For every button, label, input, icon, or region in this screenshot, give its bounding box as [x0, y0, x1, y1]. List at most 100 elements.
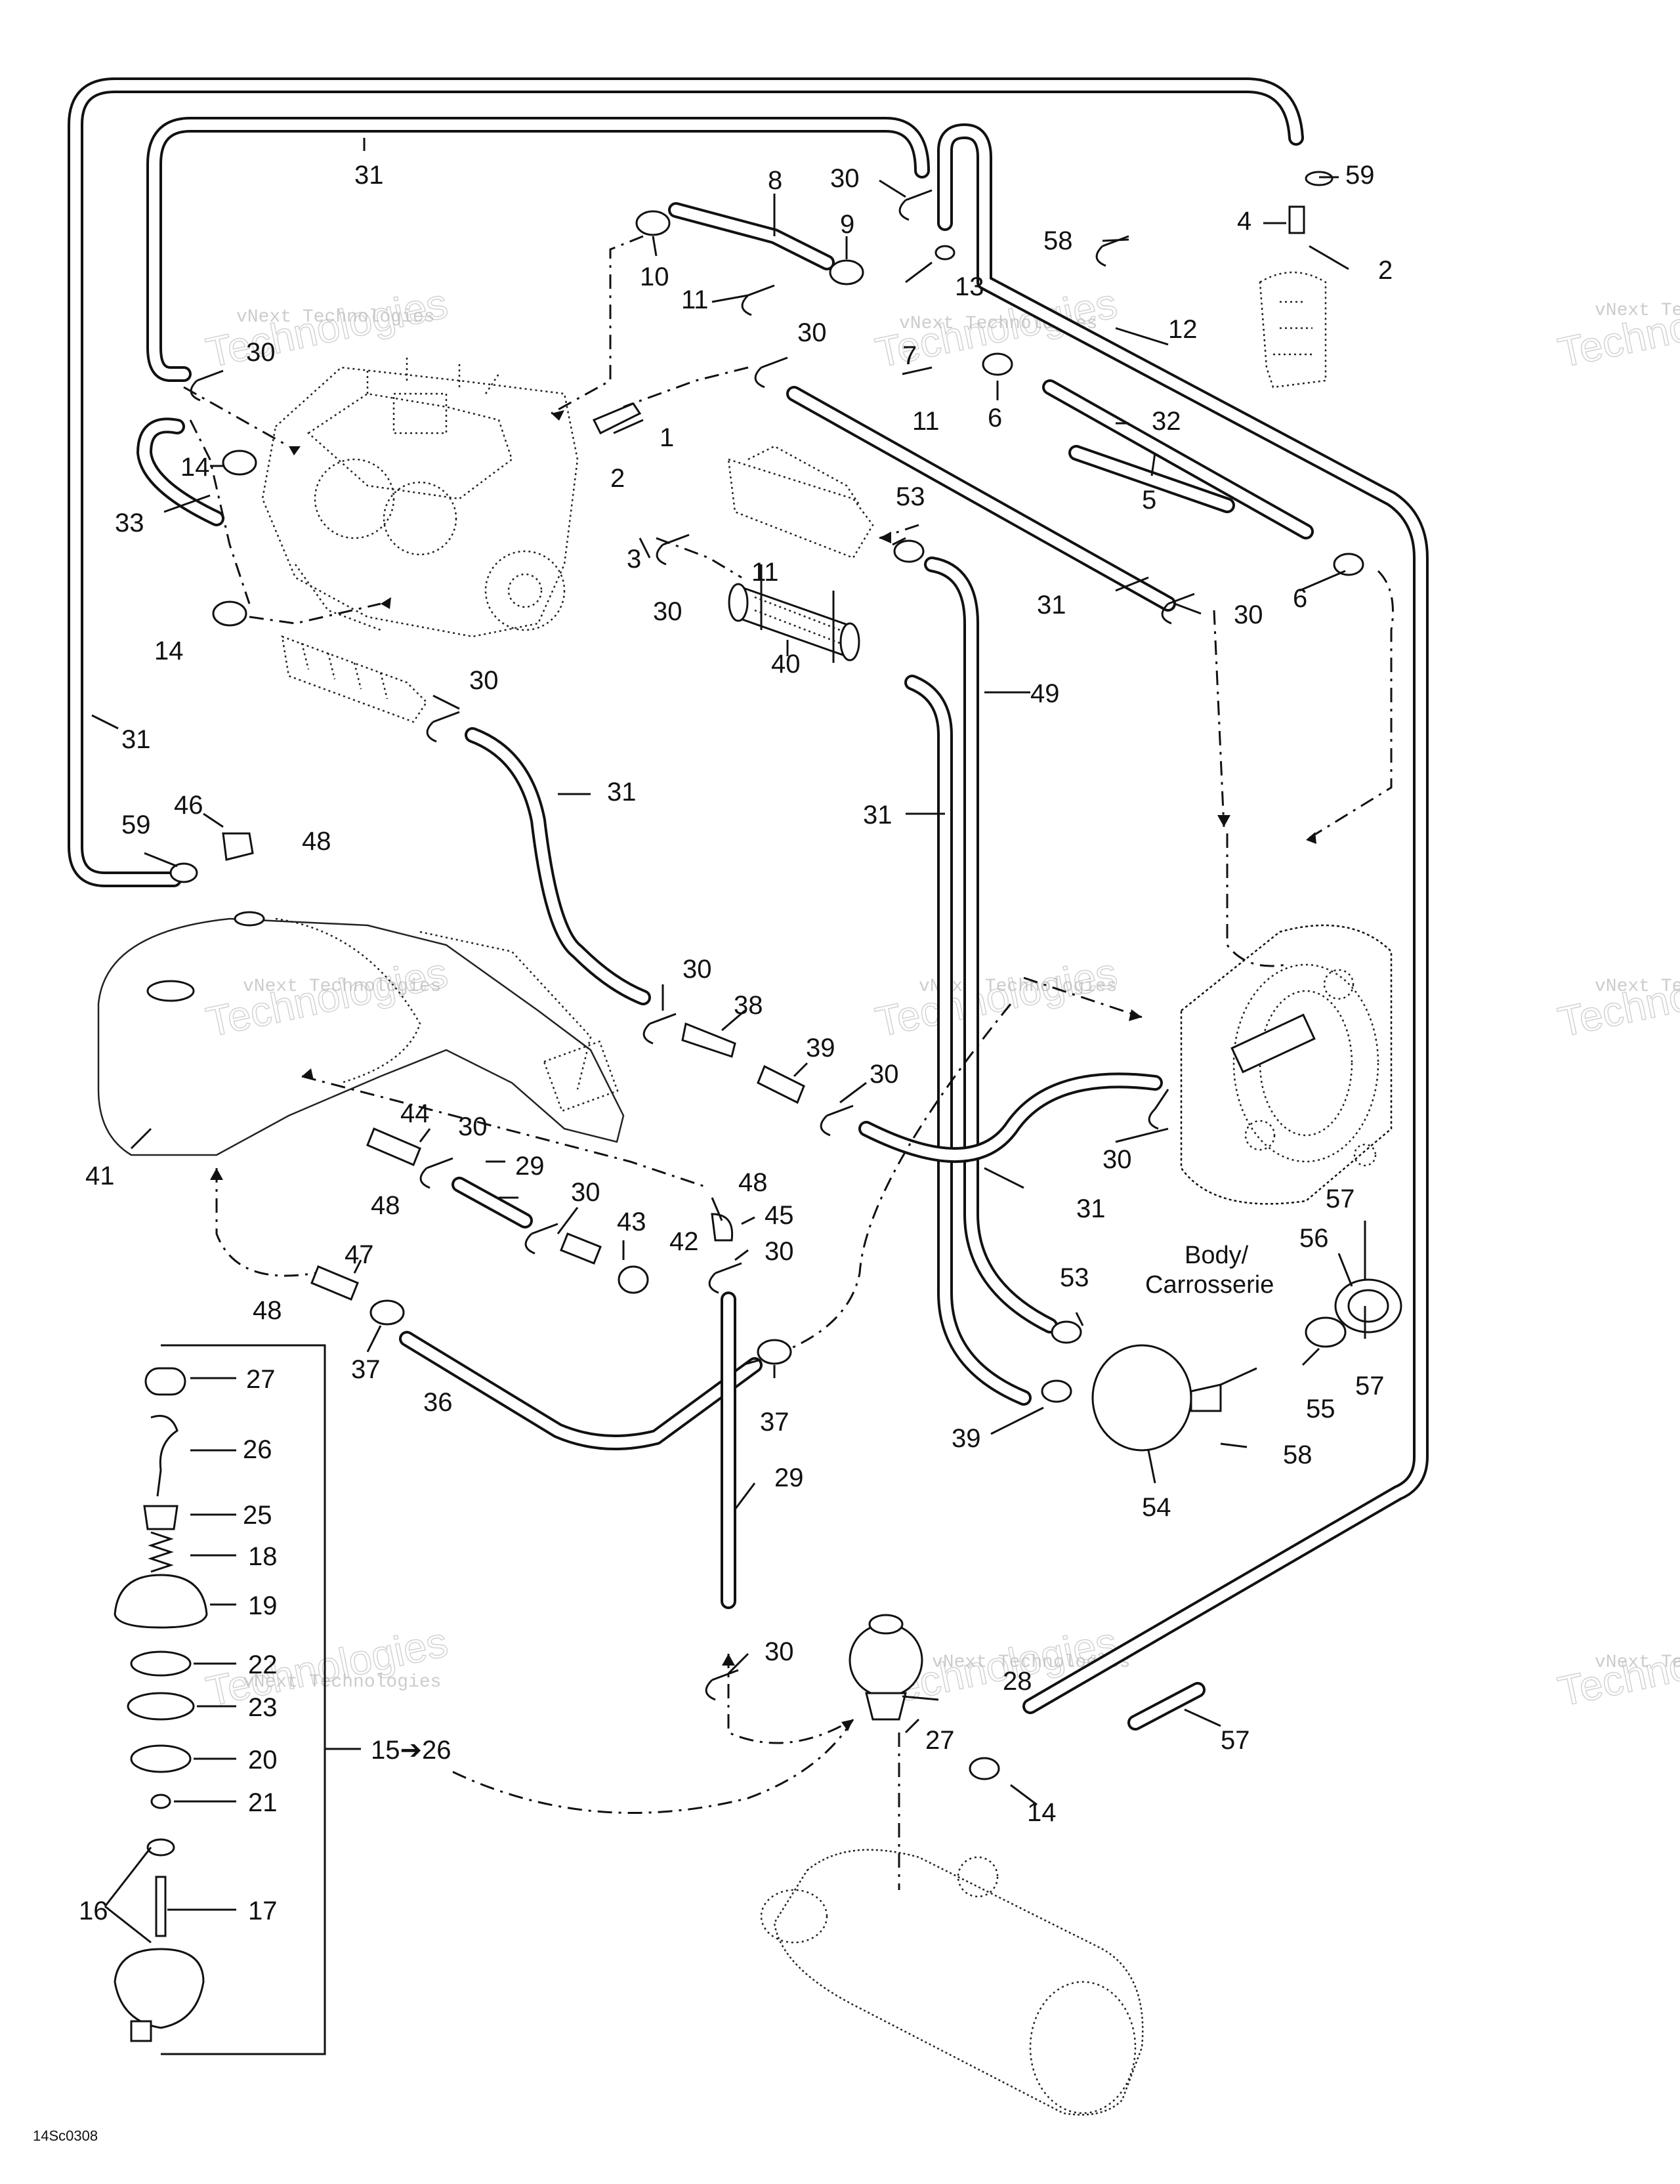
- label-39: 39: [952, 1424, 981, 1453]
- hose-31-s-curve: [465, 727, 651, 1005]
- label-59-b: 59: [121, 810, 151, 839]
- label-19: 19: [248, 1591, 278, 1620]
- label-31-c: 31: [121, 725, 151, 754]
- label-25: 26: [243, 1435, 272, 1464]
- label-47: 47: [345, 1240, 374, 1269]
- clamp-36b: [757, 1339, 792, 1365]
- watermark-big-4: Technologies: [202, 949, 452, 1046]
- fitting-38: [757, 1064, 805, 1104]
- label-58: 58: [1043, 226, 1073, 255]
- clamp-14a: [222, 450, 257, 476]
- muffler-43: [97, 911, 625, 1156]
- label-31-f: 31: [1076, 1194, 1106, 1223]
- label-49: 49: [1030, 679, 1060, 708]
- label-44: 44: [400, 1099, 430, 1128]
- label-59-a: 59: [1345, 161, 1375, 190]
- label-26: 27: [246, 1365, 276, 1394]
- watermark-1: vNext Technologies: [236, 307, 434, 327]
- label-12: 12: [1168, 315, 1198, 344]
- label-6-a: 6: [988, 404, 1002, 432]
- muffler-bottom: [760, 1849, 1144, 2116]
- thermostat-housing: [1259, 271, 1327, 388]
- clamps: [212, 210, 1364, 1780]
- label-30-b: 30: [246, 338, 276, 367]
- spring-clamps: [190, 189, 1195, 1701]
- kit-bracket: [161, 1344, 361, 2055]
- label-30-g: 30: [682, 955, 712, 984]
- plug-41: [618, 1265, 649, 1294]
- clamp-14b: [212, 600, 247, 627]
- clamp-6a: [982, 352, 1013, 376]
- fitting-1: [592, 402, 642, 435]
- label-35: 36: [423, 1388, 453, 1417]
- label-30-l: 30: [765, 1237, 794, 1266]
- label-24: 25: [243, 1501, 272, 1530]
- label-54: 57: [1326, 1185, 1355, 1213]
- label-3: 3: [627, 545, 641, 574]
- label-9: 9: [840, 210, 854, 239]
- label-52: 55: [1306, 1395, 1335, 1423]
- label-30-e: 30: [1234, 600, 1263, 629]
- label-30-m: 30: [765, 1637, 794, 1666]
- clamp-10: [635, 210, 671, 236]
- label-30-h: 30: [870, 1060, 899, 1089]
- label-10: 10: [640, 262, 669, 291]
- label-43: 41: [85, 1162, 115, 1190]
- label-8: 8: [768, 166, 782, 195]
- label-41: 42: [669, 1227, 699, 1256]
- fitting-37: [681, 1022, 736, 1058]
- body-label-line2: Carrosserie: [1145, 1271, 1274, 1299]
- fitting-47: [310, 1265, 359, 1301]
- watermark-big-1: Technologies: [202, 280, 452, 377]
- seal-59-left: [169, 862, 198, 883]
- label-27: 27: [925, 1726, 955, 1755]
- watermark-7: vNext Technologies: [243, 1672, 441, 1692]
- label-30-a: 30: [830, 164, 860, 193]
- fitting-42: [560, 1232, 602, 1265]
- watermark-big-7: Technologies: [202, 1618, 452, 1715]
- clamp-14c: [969, 1757, 1000, 1780]
- label-30-d: 30: [653, 597, 682, 626]
- label-2-a: 2: [1378, 256, 1393, 285]
- hose-outer-loop: [68, 77, 1304, 887]
- label-5: 5: [1142, 486, 1156, 514]
- label-30-f: 30: [469, 666, 499, 695]
- leaders: [91, 138, 1366, 1944]
- label-46: 46: [174, 791, 203, 820]
- label-32: 32: [1152, 407, 1181, 436]
- label-18: 18: [248, 1542, 278, 1571]
- kit-label: 15➔26: [371, 1736, 452, 1765]
- label-51: 54: [1142, 1493, 1171, 1522]
- label-22: 22: [248, 1650, 278, 1679]
- label-30-j: 30: [458, 1112, 488, 1141]
- label-13: 13: [955, 272, 984, 301]
- clamp-39: [1041, 1379, 1072, 1403]
- clamp-13: [934, 245, 956, 261]
- oil-cooler-40: [728, 564, 860, 663]
- label-30-c: 30: [797, 318, 827, 347]
- label-57: 57: [1221, 1726, 1250, 1755]
- label-50-a: 53: [896, 482, 925, 511]
- label-48-c: 48: [738, 1168, 768, 1197]
- label-36-b: 37: [760, 1408, 789, 1437]
- label-29-b: 29: [774, 1463, 804, 1492]
- cap-55: [1305, 1278, 1402, 1348]
- diagram-code: 14Sc0308: [33, 2128, 98, 2144]
- seal-59-top: [1305, 171, 1334, 186]
- label-30-k: 30: [571, 1178, 600, 1207]
- watermark-4: vNext Technologies: [243, 976, 441, 997]
- regulator-27: [849, 1614, 923, 1721]
- body-label-line1: Body/: [1185, 1242, 1249, 1269]
- label-48-a: 48: [302, 827, 331, 856]
- label-2-b: 2: [610, 464, 625, 493]
- watermark-big-3: Technologies: [1554, 280, 1680, 377]
- label-30-i: 30: [1102, 1145, 1132, 1174]
- clamp-6b: [1333, 553, 1364, 576]
- label-14-b: 14: [154, 637, 184, 665]
- label-42: 43: [617, 1208, 646, 1236]
- label-29-a: 29: [515, 1152, 545, 1181]
- fitting-44: [366, 1127, 421, 1166]
- label-23: 23: [248, 1693, 278, 1722]
- label-11-a: 11: [681, 285, 709, 314]
